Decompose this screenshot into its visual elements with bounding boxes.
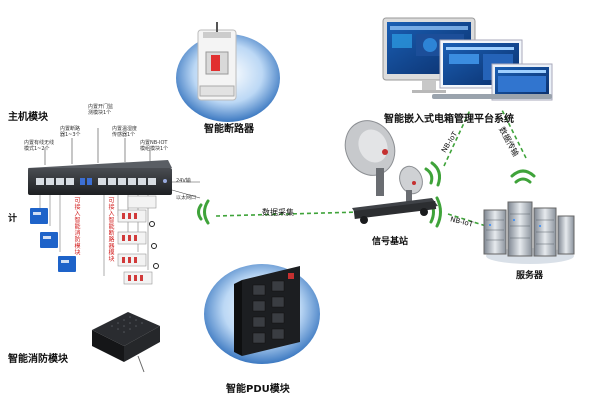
- fire-module-top: [92, 312, 160, 346]
- smart-breaker-illustration: [176, 22, 280, 122]
- red-note-breaker: 可接入智能断路器模块: [107, 197, 114, 262]
- callout-1: 内置有线无线 模式1~2个: [24, 140, 55, 152]
- red-note-fire: 可接入智能消防模块: [73, 197, 80, 256]
- callout-5: 内置NB-IOT 模组模块1个: [140, 140, 169, 152]
- signal-waves: [197, 161, 536, 228]
- callout-4: 内置温湿度 传感器1个: [112, 126, 138, 138]
- fire-module-illustration: [92, 312, 160, 373]
- label-server: 服务器: [516, 271, 544, 281]
- label-meter: 计: [8, 214, 18, 224]
- link-base-to-platform: [443, 109, 471, 167]
- annot-ethernet: 以太网口: [176, 195, 197, 201]
- link-server-to-platform: [501, 109, 527, 159]
- label-base-station: 信号基站: [372, 237, 409, 247]
- pdu-body: [242, 266, 300, 356]
- server-rack-1: [483, 209, 507, 255]
- label-platform: 智能嵌入式电箱管理平台系统: [384, 114, 514, 125]
- host-module-illustration: [28, 128, 201, 285]
- link-host-to-base: [215, 211, 361, 217]
- pdu-module-illustration: [204, 264, 320, 364]
- callout-2: 内置断路 器1~3个: [60, 126, 81, 138]
- satellite-dish-small: [399, 165, 423, 195]
- data-links: [215, 109, 527, 227]
- breaker-red-lever: [211, 55, 220, 71]
- label-host-module: 主机模块: [8, 112, 48, 123]
- label-data-collection: 数据采集: [262, 208, 294, 217]
- callout-3: 内置开门监 测模块1个: [88, 104, 114, 116]
- server-illustration: [483, 201, 575, 264]
- meter-boxes: [30, 208, 76, 272]
- label-pdu-module: 智能PDU模块: [226, 384, 290, 395]
- server-rack-4: [557, 215, 575, 255]
- label-smart-breaker: 智能断路器: [204, 124, 254, 135]
- label-fire-module: 智能消防模块: [8, 354, 68, 365]
- platform-monitors-illustration: [382, 17, 553, 101]
- annot-24v: 24V输: [176, 178, 191, 184]
- server-rack-2: [507, 201, 533, 257]
- base-station-illustration: [344, 120, 438, 224]
